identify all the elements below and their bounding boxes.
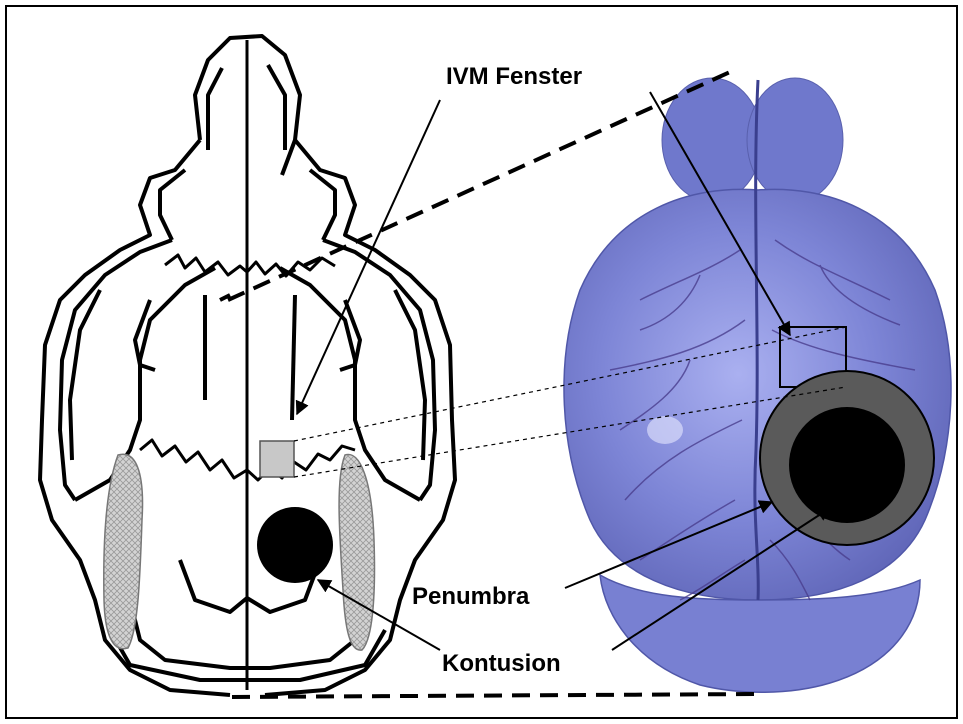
skull-contusion xyxy=(257,507,333,583)
skull-window-marker xyxy=(260,441,294,477)
label-contusion: Kontusion xyxy=(442,650,561,677)
brain-contusion xyxy=(789,407,905,523)
label-penumbra: Penumbra xyxy=(412,583,530,610)
label-ivm-window: IVM Fenster xyxy=(446,63,582,90)
